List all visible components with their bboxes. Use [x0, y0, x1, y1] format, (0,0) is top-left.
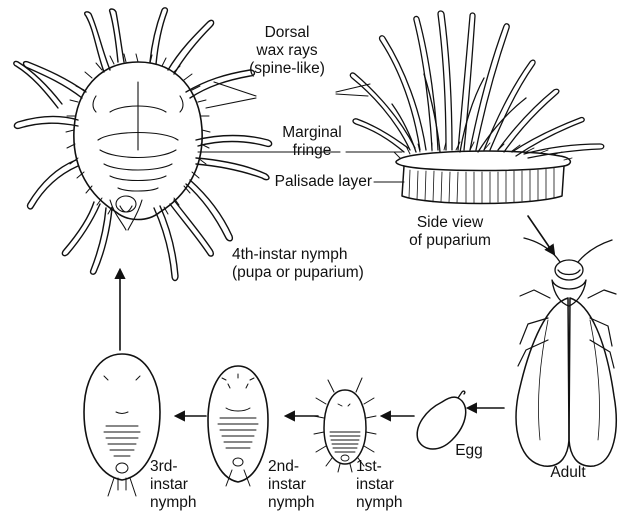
label-palisade-layer: Palisade layer: [250, 173, 372, 191]
label-second-line-3: nymph: [268, 494, 315, 512]
leader-dorsal-right-2: [336, 94, 368, 96]
label-side-line-1: Side view: [394, 214, 506, 232]
leader-dorsal-right: [336, 84, 370, 92]
second-instar-features: [218, 374, 258, 486]
adult-wing-left: [516, 298, 569, 466]
label-second-instar: 2nd- instar nymph: [268, 458, 315, 512]
first-instar-body: [324, 390, 366, 464]
label-first-instar: 1st- instar nymph: [356, 458, 403, 512]
label-third-line-3: nymph: [150, 494, 197, 512]
label-fourth-instar: 4th-instar nymph (pupa or puparium): [232, 246, 364, 282]
label-third-line-1: 3rd-: [150, 458, 197, 476]
adult-whitefly-illustration: [516, 238, 616, 466]
label-adult: Adult: [538, 464, 598, 482]
adult-thorax: [552, 280, 586, 306]
label-marginal-line-1: Marginal: [262, 124, 362, 142]
label-dorsal-line-3: (spine-like): [232, 60, 342, 78]
leader-dorsal-left-2: [206, 98, 256, 108]
first-instar-segments: [330, 404, 360, 461]
third-instar-nymph-illustration: [84, 354, 160, 496]
label-side-view: Side view of puparium: [394, 214, 506, 250]
third-instar-features: [104, 376, 140, 496]
adult-legs: [518, 290, 616, 368]
label-dorsal-wax-rays: Dorsal wax rays (spine-like): [232, 24, 342, 78]
label-second-line-2: instar: [268, 476, 315, 494]
label-third-instar: 3rd- instar nymph: [150, 458, 197, 512]
label-egg: Egg: [444, 442, 494, 460]
puparium-top: [396, 151, 570, 170]
palisade-stripes: [409, 168, 554, 203]
leader-dorsal-left: [214, 82, 256, 96]
label-dorsal-line-2: wax rays: [232, 42, 342, 60]
label-second-line-1: 2nd-: [268, 458, 315, 476]
label-third-line-2: instar: [150, 476, 197, 494]
egg-pedicel: [458, 391, 465, 398]
puparium-side-view-illustration: [350, 11, 603, 204]
label-first-line-3: nymph: [356, 494, 403, 512]
label-fourth-line-2: (pupa or puparium): [232, 264, 364, 282]
puparium-wax-filaments: [350, 11, 603, 158]
label-dorsal-line-1: Dorsal: [232, 24, 342, 42]
adult-antenna-left: [524, 238, 560, 262]
label-side-line-2: of puparium: [394, 232, 506, 250]
egg-illustration: [417, 391, 465, 449]
label-first-line-2: instar: [356, 476, 403, 494]
adult-antenna-right: [578, 240, 612, 262]
label-first-line-1: 1st-: [356, 458, 403, 476]
adult-head: [555, 260, 583, 280]
label-marginal-line-2: fringe: [262, 142, 362, 160]
label-fourth-line-1: 4th-instar nymph: [232, 246, 364, 264]
second-instar-nymph-illustration: [208, 366, 268, 486]
adult-wing-right: [569, 298, 616, 466]
third-instar-body: [84, 354, 160, 480]
label-marginal-fringe: Marginal fringe: [262, 124, 362, 160]
arrow-puparium-to-adult: [528, 216, 554, 254]
